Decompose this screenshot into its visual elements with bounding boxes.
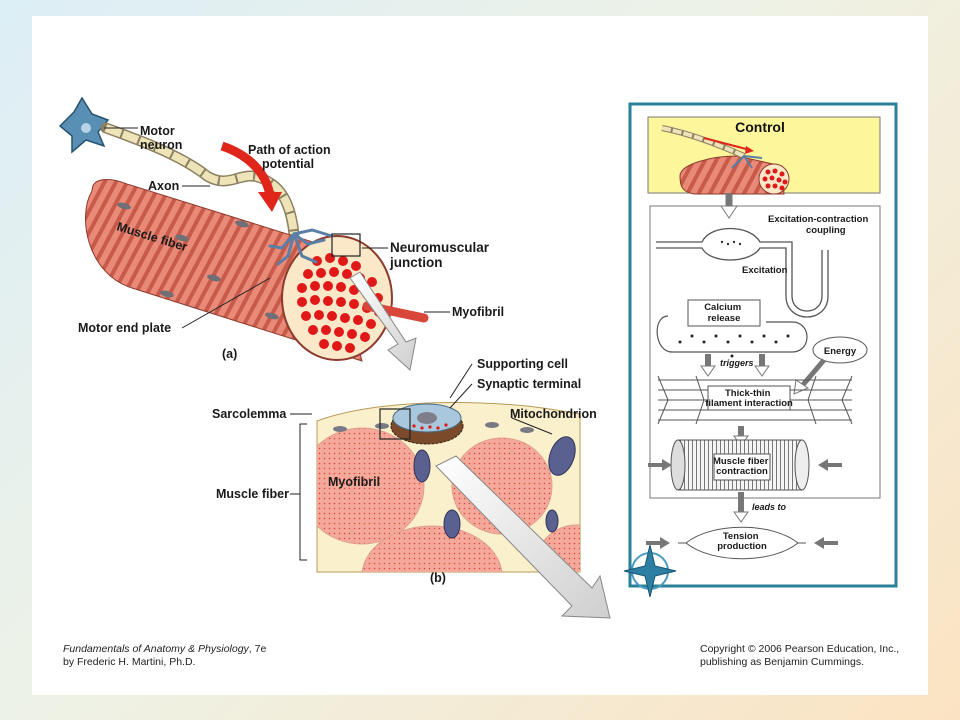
control-title: Control bbox=[735, 119, 785, 135]
label-excitation: Excitation bbox=[742, 265, 788, 276]
panel-label-a: (a) bbox=[222, 347, 237, 361]
neuromuscular-junction-box bbox=[331, 233, 361, 257]
label-mitochondrion: Mitochondrion bbox=[510, 407, 597, 421]
synaptic-box bbox=[379, 408, 411, 440]
figure-svg: Motor neuron Path of action potential Ax… bbox=[58, 96, 898, 619]
label-neuromuscular-junction: Neuromuscular junction bbox=[389, 240, 493, 270]
label-motor-neuron-line2: neuron bbox=[140, 138, 182, 152]
label-myofibril-a: Myofibril bbox=[452, 305, 504, 319]
figure-b: Supporting cell Synaptic terminal Sarcol… bbox=[212, 357, 611, 619]
label-calcium-release: Calcium release bbox=[704, 302, 744, 324]
zoom-arrow-b-to-control bbox=[435, 455, 611, 619]
label-muscle-fiber-b: Muscle fiber bbox=[216, 487, 289, 501]
label-muscle-fiber-contraction: Muscle fiber contraction bbox=[713, 456, 771, 477]
axon-terminal-branches bbox=[268, 228, 334, 266]
label-leads-to: leads to bbox=[752, 502, 787, 512]
calcium-release-box bbox=[687, 299, 761, 327]
label-energy: Energy bbox=[824, 346, 857, 357]
slide: Motor neuron Path of action potential Ax… bbox=[32, 16, 928, 695]
contraction-cylinder bbox=[670, 439, 810, 491]
action-potential-arrow bbox=[220, 141, 275, 197]
label-path-action-potential: Path of action potential bbox=[248, 143, 334, 171]
label-sarcolemma: Sarcolemma bbox=[212, 407, 287, 421]
label-thick-thin: Thick-thin filament interaction bbox=[705, 388, 793, 409]
label-excitation-contraction-coupling: Excitation-contraction coupling bbox=[768, 214, 871, 236]
footer-left: Fundamentals of Anatomy & Physiology, 7e… bbox=[63, 643, 266, 669]
label-supporting-cell: Supporting cell bbox=[477, 357, 568, 371]
label-motor-end-plate: Motor end plate bbox=[78, 321, 171, 335]
zoom-arrow-a-to-b bbox=[349, 271, 417, 371]
energy-bubble bbox=[812, 336, 868, 364]
footer-right: Copyright © 2006 Pearson Education, Inc.… bbox=[700, 643, 899, 669]
label-motor-neuron-line: Motor bbox=[140, 124, 175, 138]
label-triggers: triggers bbox=[720, 358, 754, 368]
muscle-fiber-cylinder bbox=[85, 179, 393, 362]
compass-icon bbox=[623, 544, 677, 598]
label-tension-production: Tension production bbox=[717, 531, 767, 552]
footer-author: by Frederic H. Martini, Ph.D. bbox=[63, 656, 196, 668]
footer-copyright: Copyright © 2006 Pearson Education, Inc.… bbox=[700, 643, 900, 655]
footer-book-title: Fundamentals of Anatomy & Physiology bbox=[63, 643, 249, 655]
label-axon: Axon bbox=[148, 179, 179, 193]
figure-a: Motor neuron Path of action potential Ax… bbox=[58, 96, 504, 371]
thick-thin-box bbox=[707, 385, 791, 411]
panel-label-b: (b) bbox=[430, 571, 446, 585]
footer-edition: , 7e bbox=[248, 643, 267, 655]
footer-publisher: publishing as Benjamin Cummings. bbox=[700, 656, 864, 668]
label-synaptic-terminal: Synaptic terminal bbox=[477, 377, 581, 391]
synaptic-terminal bbox=[390, 403, 464, 445]
label-myofibril-b: Myofibril bbox=[328, 475, 380, 489]
control-panel: Control Excitation-contraction coupling … bbox=[628, 102, 898, 588]
excitation-membrane bbox=[656, 228, 829, 318]
label-motor-neuron: Motor neuron bbox=[140, 124, 182, 152]
